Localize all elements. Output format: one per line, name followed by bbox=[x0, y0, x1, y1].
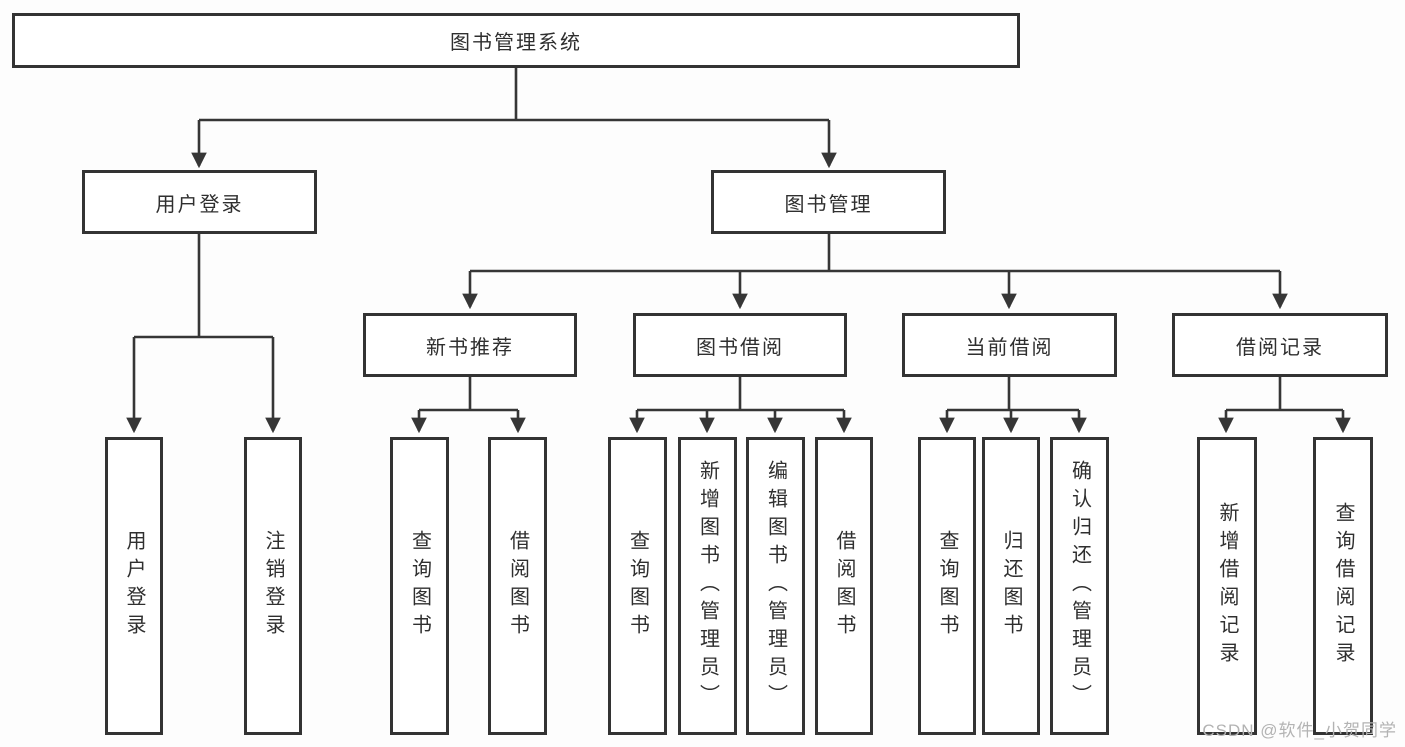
leaf-label: 用户登录 bbox=[123, 530, 145, 642]
node-current-borrowing: 当前借阅 bbox=[902, 313, 1117, 377]
leaf-label: 新增借阅记录 bbox=[1216, 502, 1238, 670]
leaf-label: 编辑图书（管理员） bbox=[764, 460, 787, 712]
connector-bus-borrow-records bbox=[1226, 377, 1343, 412]
connector-bus-root bbox=[199, 68, 829, 122]
node-book-borrowing: 图书借阅 bbox=[633, 313, 847, 377]
leaf-add-borrow-record: 新增借阅记录 bbox=[1197, 437, 1257, 735]
connector-bus-new-book bbox=[419, 377, 518, 412]
node-label: 图书借阅 bbox=[696, 336, 784, 359]
leaf-label: 注销登录 bbox=[262, 530, 284, 642]
node-book-management: 图书管理 bbox=[711, 170, 946, 234]
leaf-return-books: 归还图书 bbox=[982, 437, 1040, 735]
connector-bus-current-borrow bbox=[947, 377, 1079, 412]
node-borrowing-records: 借阅记录 bbox=[1172, 313, 1388, 377]
node-label: 新书推荐 bbox=[426, 336, 514, 359]
leaf-edit-book-admin: 编辑图书（管理员） bbox=[746, 437, 805, 735]
connector-bus-book-management bbox=[470, 234, 1280, 273]
node-user-login: 用户登录 bbox=[82, 170, 317, 234]
node-label: 图书管理系统 bbox=[450, 32, 582, 54]
leaf-label: 查询图书 bbox=[408, 530, 431, 642]
leaf-label: 新增图书（管理员） bbox=[696, 460, 719, 712]
node-label: 当前借阅 bbox=[965, 336, 1054, 359]
leaf-label: 归还图书 bbox=[1000, 530, 1022, 642]
node-label: 用户登录 bbox=[155, 193, 244, 216]
leaf-query-books-current: 查询图书 bbox=[918, 437, 976, 735]
connector-bus-user-login bbox=[134, 234, 273, 339]
leaf-borrow-books-borrowing: 借阅图书 bbox=[815, 437, 873, 735]
leaf-logout: 注销登录 bbox=[244, 437, 302, 735]
node-label: 图书管理 bbox=[784, 193, 873, 216]
leaf-label: 查询借阅记录 bbox=[1332, 502, 1354, 670]
leaf-confirm-return-admin: 确认归还（管理员） bbox=[1050, 437, 1109, 735]
leaf-label: 确认归还（管理员） bbox=[1068, 460, 1091, 712]
leaf-add-book-admin: 新增图书（管理员） bbox=[678, 437, 737, 735]
leaf-query-books-recommend: 查询图书 bbox=[390, 437, 449, 735]
leaf-label: 借阅图书 bbox=[833, 530, 855, 642]
node-label: 借阅记录 bbox=[1236, 336, 1324, 359]
watermark: CSDN @软件_小贺同学 bbox=[1202, 721, 1397, 740]
leaf-label: 借阅图书 bbox=[506, 530, 529, 642]
leaf-borrow-books-recommend: 借阅图书 bbox=[488, 437, 547, 735]
leaf-query-borrow-record: 查询借阅记录 bbox=[1313, 437, 1373, 735]
node-library-management-system: 图书管理系统 bbox=[12, 13, 1020, 68]
node-new-book-recommendation: 新书推荐 bbox=[363, 313, 577, 377]
connector-bus-book-borrow bbox=[637, 377, 844, 412]
leaf-user-login: 用户登录 bbox=[105, 437, 163, 735]
leaf-query-books-borrowing: 查询图书 bbox=[608, 437, 667, 735]
leaf-label: 查询图书 bbox=[626, 530, 649, 642]
leaf-label: 查询图书 bbox=[936, 530, 958, 642]
